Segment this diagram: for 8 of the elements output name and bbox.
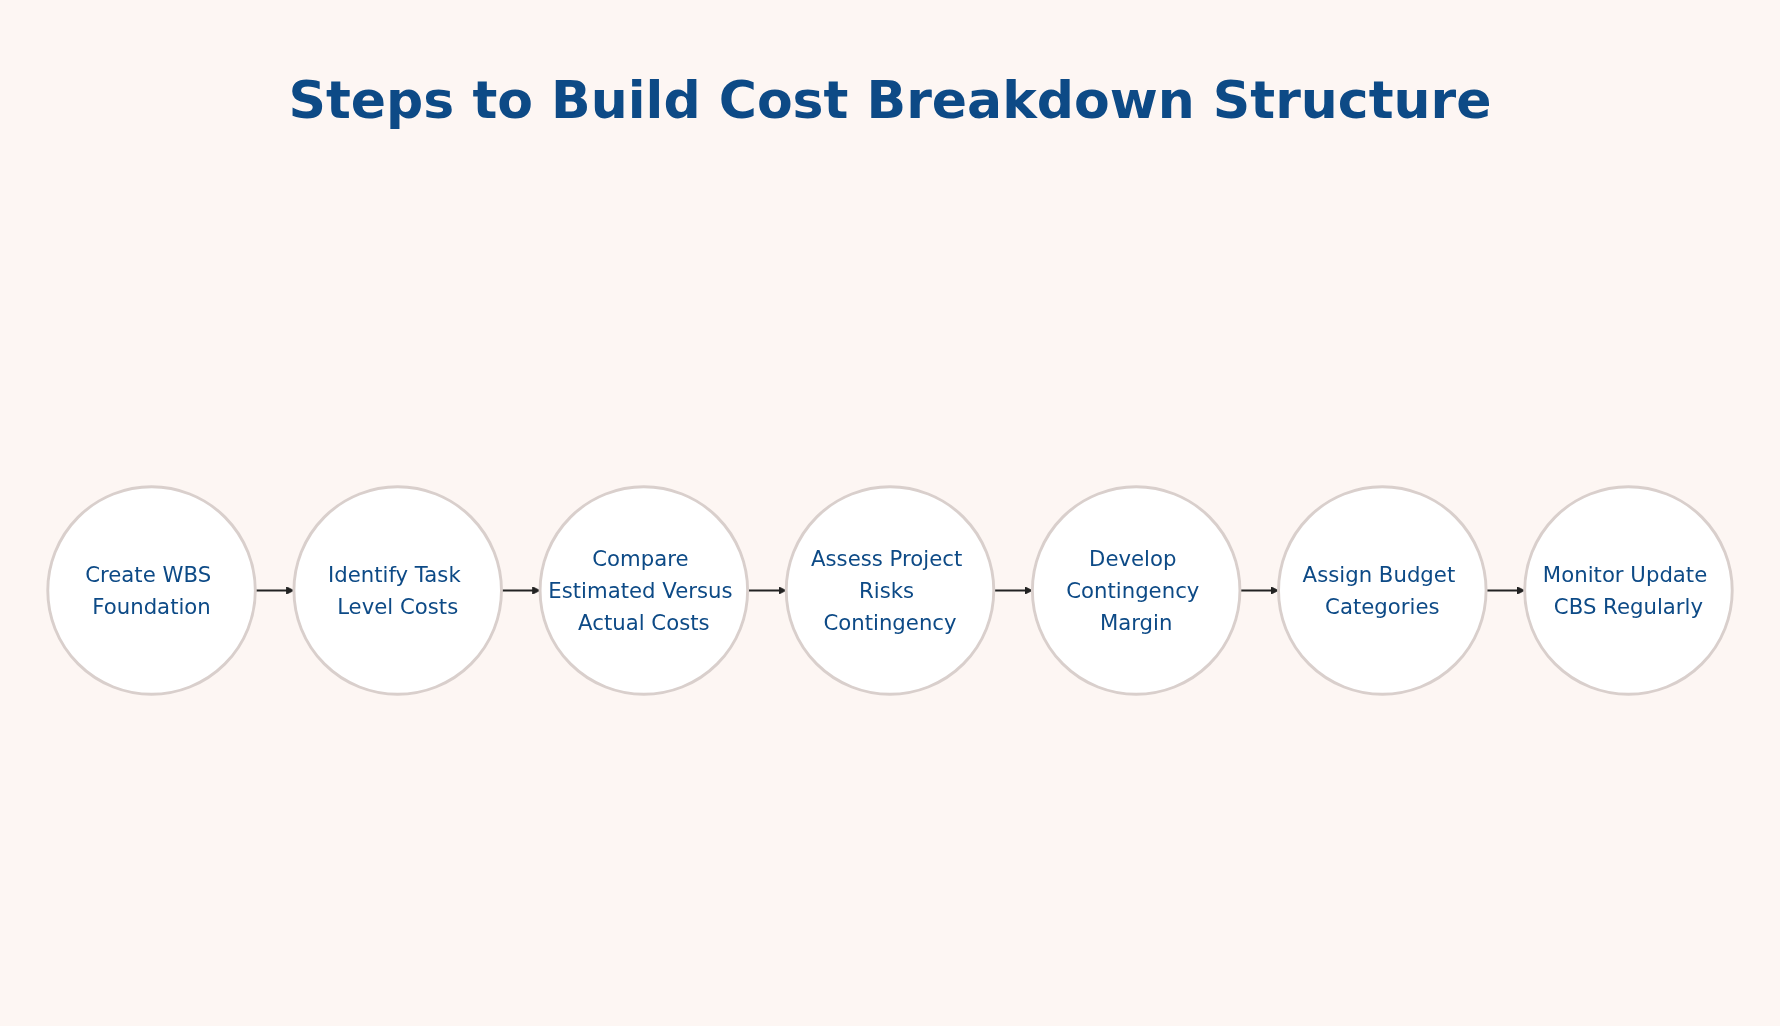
node-circle: Compare Estimated Versus Actual Costs xyxy=(538,484,750,696)
node-circle: Develop Contingency Margin xyxy=(1030,484,1242,696)
node-circle: Create WBS Foundation xyxy=(46,484,257,696)
node-circle: Identify Task Level Costs xyxy=(292,484,503,696)
title: Steps to Build Cost Breakdown Structure xyxy=(287,69,1493,130)
node-circle: Monitor Update CBS Regularly xyxy=(1523,484,1734,696)
node-circle: Assess Project Risks Contingency xyxy=(784,484,996,696)
node-circle: Assign Budget Categories xyxy=(1277,484,1488,696)
